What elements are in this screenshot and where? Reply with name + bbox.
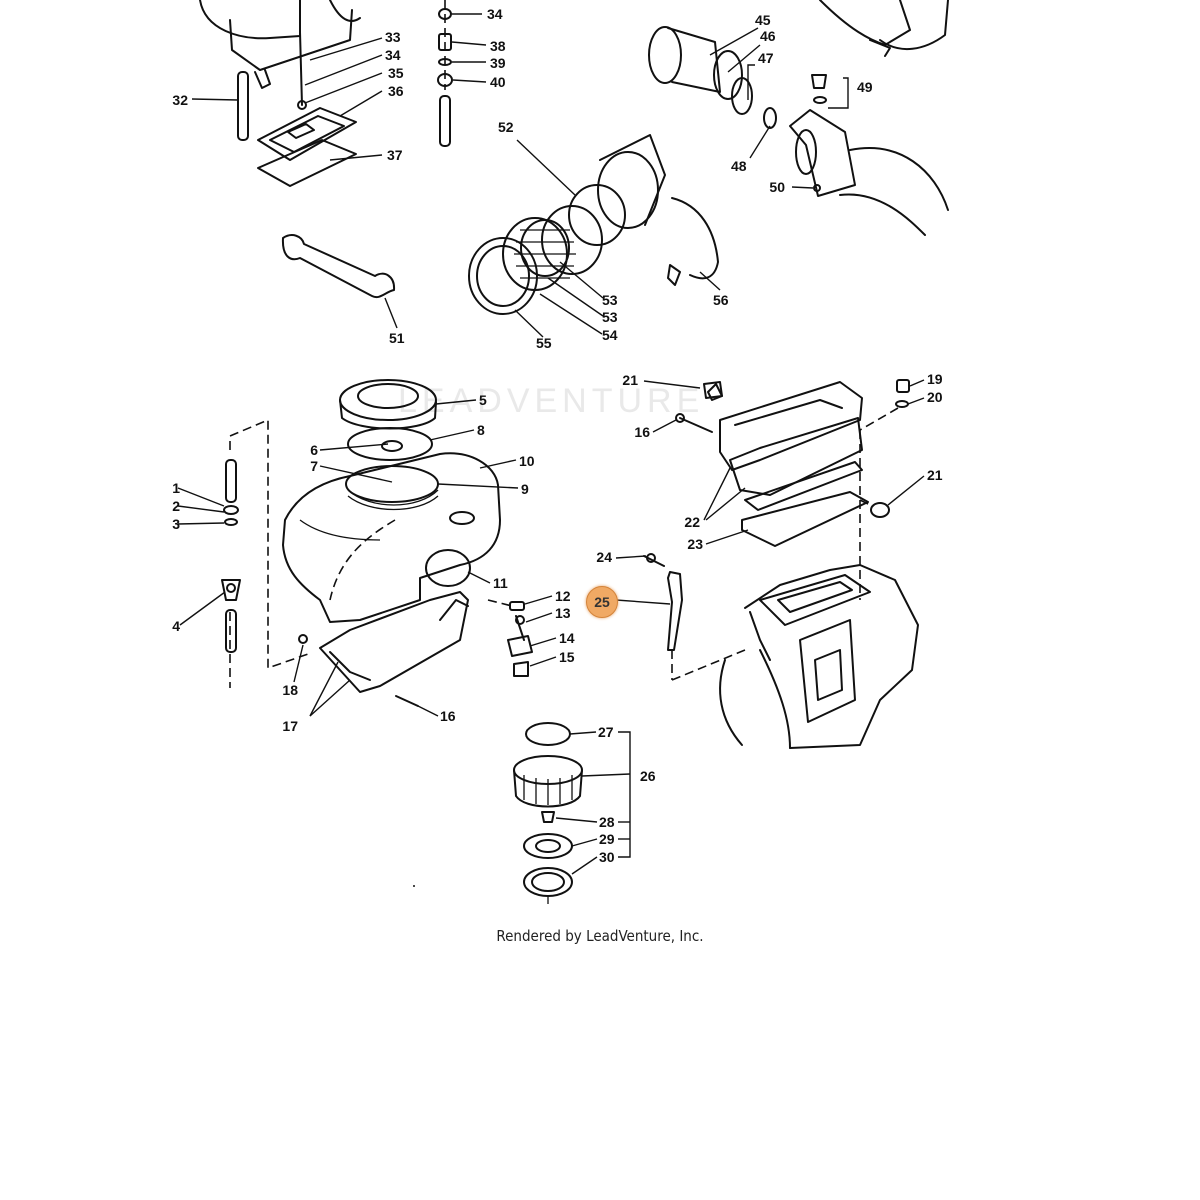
callout-29[interactable]: 29 — [599, 831, 615, 847]
callout-24[interactable]: 24 — [596, 549, 612, 565]
valve-stack — [437, 0, 487, 147]
callout-33[interactable]: 33 — [385, 29, 401, 45]
callout-20[interactable]: 20 — [927, 389, 943, 405]
wrench-part — [281, 234, 398, 329]
callout-53-lower[interactable]: 53 — [602, 309, 618, 325]
callout-30[interactable]: 30 — [599, 849, 615, 865]
callout-5[interactable]: 5 — [479, 392, 487, 408]
callout-34-left[interactable]: 34 — [385, 47, 401, 63]
engine-base-assembly — [199, 0, 361, 187]
callout-21-top[interactable]: 21 — [622, 372, 638, 388]
callout-55[interactable]: 55 — [536, 335, 552, 351]
callout-12[interactable]: 12 — [555, 588, 571, 604]
callout-labels: 1 2 3 4 5 6 7 8 9 10 11 12 13 14 15 16 1… — [172, 6, 943, 865]
callout-53-upper[interactable]: 53 — [602, 292, 618, 308]
callout-38[interactable]: 38 — [490, 38, 506, 54]
callout-46[interactable]: 46 — [760, 28, 776, 44]
callout-2[interactable]: 2 — [172, 498, 180, 514]
callout-21-right[interactable]: 21 — [927, 467, 943, 483]
callout-26[interactable]: 26 — [640, 768, 656, 784]
callout-36[interactable]: 36 — [388, 83, 404, 99]
callout-9[interactable]: 9 — [521, 481, 529, 497]
callout-17[interactable]: 17 — [282, 718, 298, 734]
callout-52[interactable]: 52 — [498, 119, 514, 135]
callout-48[interactable]: 48 — [731, 158, 747, 174]
callout-27[interactable]: 27 — [598, 724, 614, 740]
leader-lines-top-left — [191, 37, 383, 161]
tank-assembly — [177, 379, 557, 717]
callout-22[interactable]: 22 — [684, 514, 700, 530]
watermark-text: LEADVENTURE — [398, 382, 704, 420]
callout-13[interactable]: 13 — [555, 605, 571, 621]
frame-assembly — [615, 379, 925, 749]
callout-28[interactable]: 28 — [599, 814, 615, 830]
callout-37[interactable]: 37 — [387, 147, 403, 163]
callout-15[interactable]: 15 — [559, 649, 575, 665]
air-cleaner-assembly — [468, 134, 721, 338]
callout-3[interactable]: 3 — [172, 516, 180, 532]
callout-23[interactable]: 23 — [687, 536, 703, 552]
callout-50[interactable]: 50 — [769, 179, 785, 195]
callout-18[interactable]: 18 — [282, 682, 298, 698]
callout-7[interactable]: 7 — [310, 458, 318, 474]
callout-1[interactable]: 1 — [172, 480, 180, 496]
callout-39[interactable]: 39 — [490, 55, 506, 71]
callout-34-valve[interactable]: 34 — [487, 6, 503, 22]
callout-40[interactable]: 40 — [490, 74, 506, 90]
callout-35[interactable]: 35 — [388, 65, 404, 81]
callout-32[interactable]: 32 — [172, 92, 188, 108]
render-credit-footer: Rendered by LeadVenture, Inc. — [496, 927, 704, 945]
callout-56[interactable]: 56 — [713, 292, 729, 308]
callout-19[interactable]: 19 — [927, 371, 943, 387]
callout-45[interactable]: 45 — [755, 12, 771, 28]
callout-6[interactable]: 6 — [310, 442, 318, 458]
callout-16-frame[interactable]: 16 — [634, 424, 650, 440]
callout-4[interactable]: 4 — [172, 618, 180, 634]
callout-49[interactable]: 49 — [857, 79, 873, 95]
callout-14[interactable]: 14 — [559, 630, 575, 646]
callout-54[interactable]: 54 — [602, 327, 618, 343]
callout-51[interactable]: 51 — [389, 330, 405, 346]
callout-8[interactable]: 8 — [477, 422, 485, 438]
callout-10[interactable]: 10 — [519, 453, 535, 469]
callout-11[interactable]: 11 — [493, 575, 508, 591]
callout-16-base[interactable]: 16 — [440, 708, 456, 724]
nozzle-hose-assembly — [648, 0, 949, 236]
fuel-cap-assembly — [413, 722, 631, 904]
highlighted-part-badge[interactable]: 25 — [586, 586, 618, 618]
callout-47[interactable]: 47 — [758, 50, 774, 66]
